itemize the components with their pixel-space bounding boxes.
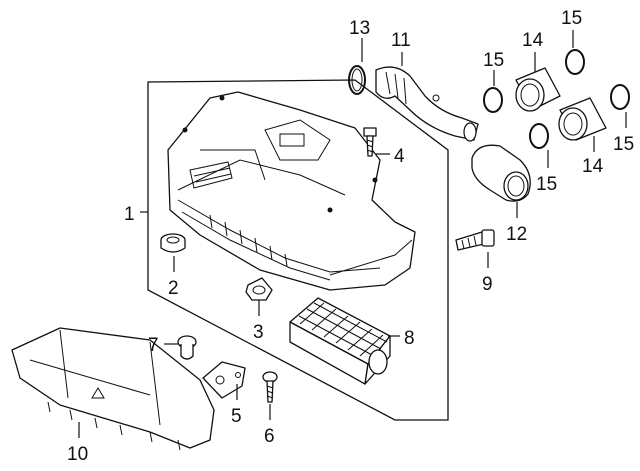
air-cleaner-housing <box>167 91 416 291</box>
callout-8: 8 <box>404 328 415 349</box>
sensor-9 <box>455 229 495 251</box>
callout-6: 6 <box>264 426 275 447</box>
callout-5: 5 <box>231 406 242 427</box>
sleeve-lower <box>558 97 607 141</box>
air-filter <box>289 297 391 385</box>
callouts: 1 2 3 4 5 6 7 8 9 10 11 12 13 14 14 15 1… <box>67 8 634 465</box>
hose-clamps <box>483 49 630 149</box>
intake-duct <box>375 66 479 142</box>
leader-lines <box>78 30 627 438</box>
callout-7: 7 <box>148 335 159 356</box>
bracket-5 <box>202 361 246 399</box>
callout-13: 13 <box>349 18 370 39</box>
callout-15d: 15 <box>613 134 634 155</box>
filter-mesh <box>298 302 388 357</box>
screw-4 <box>363 127 377 157</box>
callout-1: 1 <box>124 204 135 225</box>
elbow-duct <box>471 144 531 202</box>
assembly-outline <box>147 79 449 421</box>
callout-14b: 14 <box>582 156 604 177</box>
callout-3: 3 <box>253 322 264 343</box>
bolt-6 <box>262 371 278 403</box>
clip-7 <box>177 335 197 360</box>
callout-10: 10 <box>67 444 88 465</box>
ring-clamp-13 <box>348 65 366 95</box>
callout-12: 12 <box>506 224 527 245</box>
callout-14a: 14 <box>522 30 544 51</box>
grommet <box>160 233 186 253</box>
callout-2: 2 <box>168 278 179 299</box>
callout-9: 9 <box>482 274 493 295</box>
callout-15b: 15 <box>561 8 582 29</box>
callout-15c: 15 <box>536 174 557 195</box>
mount <box>245 277 273 301</box>
lower-duct <box>11 327 215 451</box>
callout-15a: 15 <box>483 50 504 71</box>
callout-4: 4 <box>394 146 405 167</box>
sleeve-upper <box>515 67 561 112</box>
callout-11: 11 <box>391 30 411 51</box>
